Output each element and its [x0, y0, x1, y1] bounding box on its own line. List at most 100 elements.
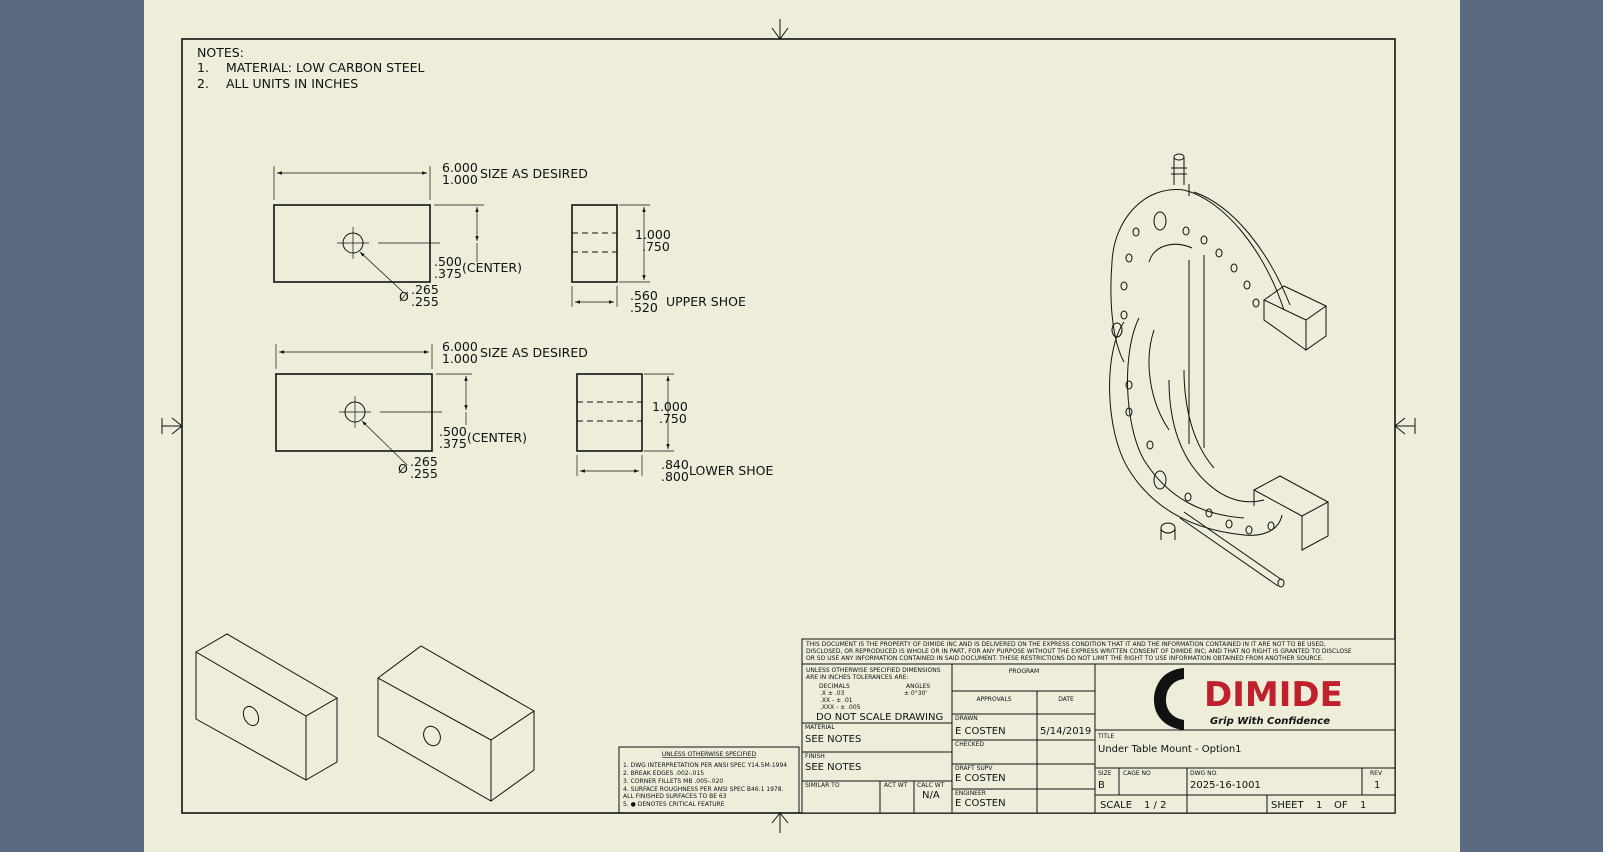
dwg-value: 2025-16-1001	[1190, 780, 1261, 791]
lower-hole-min: .375	[439, 436, 467, 451]
calc-wt-label: CALC WT	[917, 782, 945, 789]
spec-line-5: ALL FINISHED SURFACES TO BE 63	[623, 793, 727, 800]
spec-line-6: 5. ● DENOTES CRITICAL FEATURE	[623, 801, 725, 808]
spec-line-4: 4. SURFACE ROUGHNESS PER ANSI SPEC B46.1…	[623, 786, 784, 793]
engineer-value: E COSTEN	[955, 798, 1006, 809]
rev-value: 1	[1374, 780, 1380, 791]
upper-dia-min: .255	[411, 294, 439, 309]
tol-line-2: ARE IN INCHES TOLERANCES ARE:	[806, 674, 908, 681]
program-label: PROGRAM	[1009, 668, 1039, 675]
title-block: THIS DOCUMENT IS THE PROPERTY OF DIMIDE …	[801, 638, 1396, 814]
drawn-value: E COSTEN	[955, 726, 1006, 737]
upper-len-max: 6.000	[442, 160, 478, 175]
upper-hole-note: (CENTER)	[462, 260, 522, 275]
notes-block: NOTES: 1. MATERIAL: LOW CARBON STEEL 2. …	[197, 45, 425, 91]
lower-hole-note: (CENTER)	[467, 430, 527, 445]
checked-label: CHECKED	[955, 741, 984, 748]
spec-line-2: 2. BREAK EDGES .002-.015	[623, 770, 704, 777]
cage-label: CAGE NO	[1123, 770, 1151, 777]
proprietary-line-3: OR SO USE ANY INFORMATION CONTAINED IN S…	[806, 655, 1323, 662]
note-1-text: MATERIAL: LOW CARBON STEEL	[226, 60, 425, 75]
lower-hole-max: .500	[439, 424, 467, 439]
drawing-sheet: NOTES: 1. MATERIAL: LOW CARBON STEEL 2. …	[144, 0, 1460, 852]
note-2-text: ALL UNITS IN INCHES	[226, 76, 358, 91]
upper-shoe-w-max: .560	[630, 288, 658, 303]
tol-angles-label: ANGLES	[906, 683, 930, 690]
material-value: SEE NOTES	[805, 734, 861, 745]
scale-label: SCALE	[1100, 800, 1132, 811]
spec-line-3: 3. CORNER FILLETS MB .005-.020	[623, 778, 723, 785]
title-value: Under Table Mount - Option1	[1098, 744, 1242, 755]
centering-marks	[161, 19, 1416, 833]
upper-block-view: 6.000 1.000 SIZE AS DESIRED .500 .375 (C…	[273, 160, 588, 309]
upper-shoe-view: 1.000 .750 .560 .520 UPPER SHOE	[571, 204, 746, 315]
approvals-label: APPROVALS	[976, 696, 1011, 703]
logo-text: DIMIDE	[1204, 675, 1343, 715]
iso-assembly	[1109, 153, 1330, 588]
finish-value: SEE NOTES	[805, 762, 861, 773]
proprietary-line-1: THIS DOCUMENT IS THE PROPERTY OF DIMIDE …	[805, 641, 1326, 648]
logo-tagline: Grip With Confidence	[1210, 716, 1330, 727]
iso-block-right	[377, 645, 535, 802]
lower-shoe-label: LOWER SHOE	[689, 463, 773, 478]
size-label: SIZE	[1098, 770, 1112, 777]
lower-shoe-view: 1.000 .750 .840 .800 LOWER SHOE	[576, 373, 773, 484]
spec-block: UNLESS OTHERWISE SPECIFIED 1. DWG INTERP…	[618, 746, 800, 814]
act-wt-label: ACT WT	[884, 782, 908, 789]
drawn-label: DRAWN	[955, 715, 978, 722]
upper-dia-symbol: Ø	[399, 289, 409, 304]
calc-wt-value: N/A	[922, 790, 940, 801]
drawing-canvas: NOTES: 1. MATERIAL: LOW CARBON STEEL 2. …	[161, 19, 1416, 833]
lower-shoe-h-max: 1.000	[652, 399, 688, 414]
tol-decimals-label: DECIMALS	[819, 683, 850, 690]
tol-angles-value: ± 0°30'	[904, 690, 927, 697]
do-not-scale: DO NOT SCALE DRAWING	[816, 712, 943, 723]
engineer-label: ENGINEER	[955, 790, 986, 797]
lower-len-note: SIZE AS DESIRED	[480, 345, 588, 360]
upper-hole-min: .375	[434, 266, 462, 281]
lower-dia-max: .265	[410, 454, 438, 469]
scale-value: 1 / 2	[1144, 800, 1166, 811]
upper-shoe-w-min: .520	[630, 300, 658, 315]
draft-supv-label: DRAFT SUPV	[955, 765, 993, 772]
lower-shoe-h-min: .750	[659, 411, 687, 426]
dwg-label: DWG NO.	[1190, 770, 1218, 777]
upper-block-outline	[273, 204, 431, 283]
lower-shoe-outline	[576, 373, 643, 452]
sheet-label: SHEET	[1271, 800, 1305, 811]
tol-row-2: .XX - ± .01	[820, 697, 853, 704]
upper-len-note: SIZE AS DESIRED	[480, 166, 588, 181]
proprietary-line-2: DISCLOSED, OR REPRODUCED IS WHOLE OR IN …	[806, 648, 1352, 655]
of-value: 1	[1360, 800, 1366, 811]
tol-row-3: .XXX - ± .005	[820, 704, 861, 711]
finish-label: FINISH	[805, 753, 825, 760]
rev-label: REV	[1370, 770, 1383, 777]
upper-shoe-h-max: 1.000	[635, 227, 671, 242]
tol-line-1: UNLESS OTHERWISE SPECIFIED DIMENSIONS	[806, 667, 941, 674]
sheet-value: 1	[1316, 800, 1322, 811]
similar-to-label: SIMILAR TO	[805, 782, 840, 789]
lower-block-view: 6.000 1.000 SIZE AS DESIRED .500 .375 (C…	[275, 339, 588, 481]
lower-block-outline	[275, 373, 433, 452]
lower-shoe-w-max: .840	[661, 457, 689, 472]
spec-title: UNLESS OTHERWISE SPECIFIED	[662, 751, 757, 758]
lower-len-min: 1.000	[442, 351, 478, 366]
tol-row-1: .X ± .03	[820, 690, 845, 697]
notes-header: NOTES:	[197, 45, 244, 60]
upper-dia-max: .265	[411, 282, 439, 297]
title-label: TITLE	[1097, 733, 1114, 740]
upper-hole-max: .500	[434, 254, 462, 269]
iso-block-left	[195, 633, 338, 781]
upper-shoe-h-min: .750	[642, 239, 670, 254]
lower-dia-symbol: Ø	[398, 461, 408, 476]
lower-dia-min: .255	[410, 466, 438, 481]
date-label: DATE	[1058, 696, 1074, 703]
lower-shoe-w-min: .800	[661, 469, 689, 484]
upper-shoe-label: UPPER SHOE	[666, 294, 746, 309]
drawn-date: 5/14/2019	[1040, 726, 1091, 737]
upper-shoe-outline	[571, 204, 618, 283]
upper-len-min: 1.000	[442, 172, 478, 187]
material-label: MATERIAL	[805, 724, 835, 731]
note-2-num: 2.	[197, 76, 209, 91]
note-1-num: 1.	[197, 60, 209, 75]
